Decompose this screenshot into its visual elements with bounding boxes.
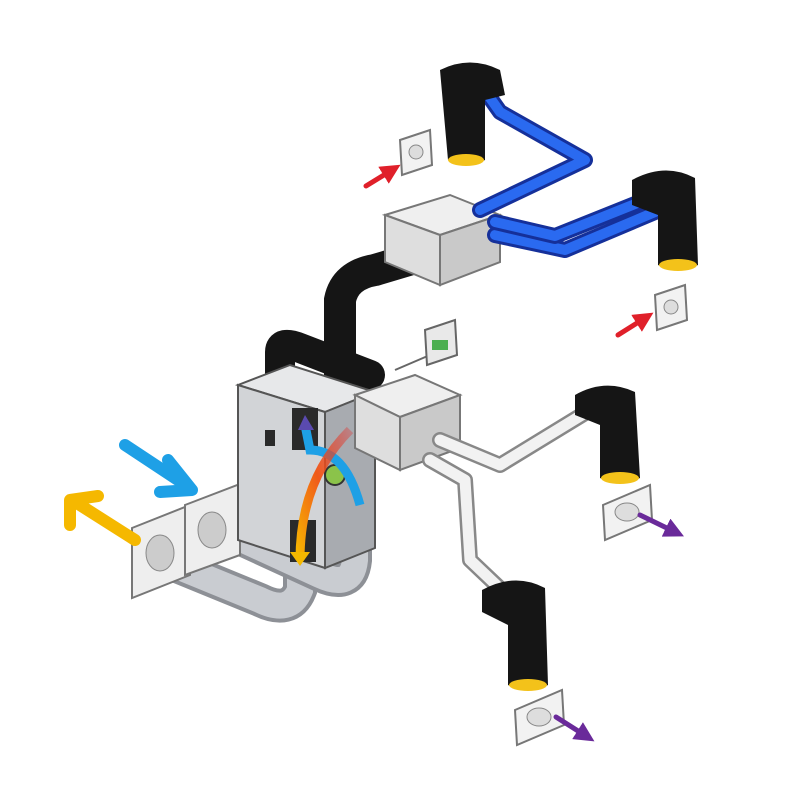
control-panel [394, 318, 459, 371]
airflow-arrows [64, 164, 684, 742]
air-valve [601, 483, 654, 542]
air-valve [653, 283, 689, 332]
supply-terminal [440, 62, 505, 166]
outdoor-ducts [133, 503, 372, 623]
wall-grille [131, 482, 241, 600]
exhaust-air-arrow [64, 490, 141, 546]
supply-ducts [472, 87, 663, 258]
supply-air-arrow [615, 312, 654, 338]
air-valve [513, 688, 566, 747]
fresh-air-arrow [119, 439, 198, 498]
fresh-air-flow-arrow [300, 424, 365, 507]
supply-terminal [632, 170, 698, 271]
exhaust-air-flow-arrow [295, 426, 354, 561]
air-valve [398, 128, 434, 177]
extract-air-arrow [553, 714, 595, 742]
extract-terminal [575, 385, 640, 484]
supply-distribution-box [381, 193, 503, 287]
extract-ducts [422, 402, 598, 606]
extract-distribution-box [352, 373, 463, 472]
supply-air-arrow [363, 164, 401, 189]
extract-air-arrow [637, 512, 684, 537]
insulated-ducts [265, 239, 441, 406]
extract-terminal [482, 580, 548, 691]
